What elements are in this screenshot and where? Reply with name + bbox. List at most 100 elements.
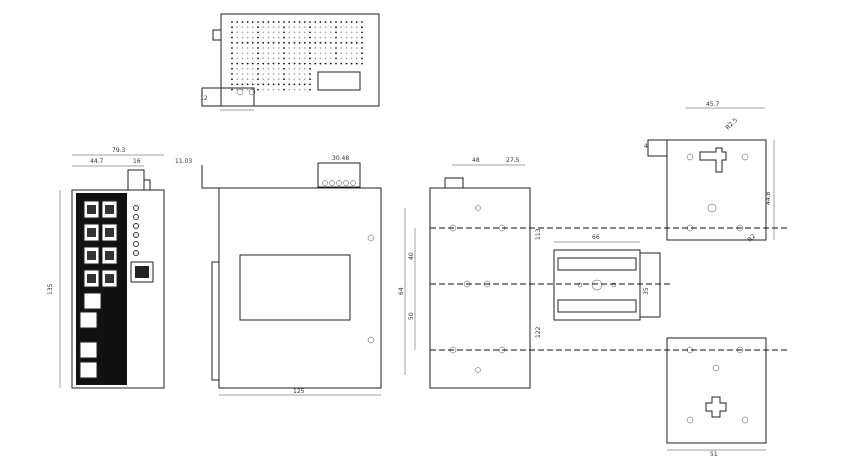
vent-dot <box>319 36 322 39</box>
vent-dot <box>262 21 265 23</box>
rj45-port-jack <box>105 274 114 283</box>
vent-dot <box>283 57 285 60</box>
vent-dot <box>335 47 337 49</box>
vent-dot <box>277 88 280 91</box>
vent-dot <box>340 26 343 29</box>
upper-bracket: 45.7 R2.5 44.8 4 R2 <box>644 101 775 243</box>
vent-dot <box>303 47 306 49</box>
vent-dot <box>283 41 285 44</box>
vent-dot <box>283 73 285 75</box>
vent-dot <box>303 88 306 91</box>
vent-dot <box>288 88 291 91</box>
vent-dot <box>361 26 363 29</box>
sfp-port <box>83 292 102 310</box>
vent-dot <box>236 36 239 39</box>
vent-dot <box>236 83 239 86</box>
rj45-port-jack <box>87 274 96 283</box>
vent-dot <box>309 67 311 70</box>
vent-dot <box>303 73 306 75</box>
vent-dot <box>298 36 301 39</box>
vent-dot <box>355 31 358 34</box>
vent-dot <box>262 26 265 29</box>
vent-dot <box>324 31 327 34</box>
vent-dot <box>262 47 265 49</box>
vent-dot <box>236 52 239 55</box>
vent-dot <box>246 41 249 44</box>
dip-switches <box>321 76 354 84</box>
vent-dot <box>277 31 280 34</box>
vent-dot <box>267 67 270 70</box>
vent-dot <box>231 21 233 23</box>
vent-dot <box>236 31 239 34</box>
dim-rail-width: 66 <box>592 234 600 241</box>
vent-dot <box>231 62 233 65</box>
vent-dot <box>309 73 311 75</box>
vent-dot <box>257 73 259 75</box>
dim-rear-v3: 50 <box>408 312 415 320</box>
vent-dot <box>340 47 343 49</box>
vent-dot <box>350 26 353 29</box>
vent-dot <box>355 57 358 60</box>
vent-dot <box>361 21 363 23</box>
vent-dot <box>272 52 275 55</box>
dim-bracket-note: 4 <box>644 143 648 150</box>
vent-dot <box>241 47 244 49</box>
vent-dot <box>277 21 280 23</box>
vent-dot <box>298 57 301 60</box>
vent-dot <box>340 57 343 60</box>
vent-dot <box>283 26 285 29</box>
vent-dot <box>309 88 311 91</box>
vent-dot <box>236 21 239 23</box>
vent-dot <box>257 26 259 29</box>
rj45-port-jack <box>87 228 96 237</box>
vent-dot <box>293 41 296 44</box>
dim-rear-v2: 40 <box>408 252 415 260</box>
rear-view: 48 27.5 113 40 50 64 122 <box>398 157 542 389</box>
vent-dot <box>293 78 296 81</box>
vent-dot <box>298 83 301 86</box>
vent-dot <box>283 83 285 86</box>
vent-dot <box>319 52 322 55</box>
dim-front-rail: 16 <box>133 158 141 165</box>
vent-dot <box>319 31 322 34</box>
vent-dot <box>350 31 353 34</box>
vent-dot <box>257 83 259 86</box>
dim-bracket-top: 45.7 <box>706 101 720 108</box>
dim-top-depth: 12 <box>200 95 208 102</box>
vent-dot <box>251 21 254 23</box>
vent-dot <box>277 26 280 29</box>
vent-dot <box>288 62 291 65</box>
vent-dot <box>303 57 306 60</box>
vent-dot <box>262 31 265 34</box>
vent-dot <box>340 31 343 34</box>
vent-dot <box>350 57 353 60</box>
vent-dot <box>257 21 259 23</box>
vent-dot <box>303 26 306 29</box>
vent-dot <box>329 36 332 39</box>
vent-dot <box>361 41 363 44</box>
vent-dot <box>288 67 291 70</box>
vent-dot <box>293 73 296 75</box>
vent-dot <box>345 31 348 34</box>
led-indicator <box>133 241 139 247</box>
vent-dot <box>231 83 233 86</box>
vent-dot <box>314 57 317 60</box>
vent-dot <box>340 36 343 39</box>
vent-dot <box>231 31 233 34</box>
vent-dot <box>288 52 291 55</box>
vent-dot <box>251 57 254 60</box>
vent-dot <box>319 41 322 44</box>
vent-dot <box>272 78 275 81</box>
vent-dot <box>324 41 327 44</box>
dim-rear-top-a: 48 <box>472 157 480 164</box>
vent-dot <box>257 41 259 44</box>
vent-dot <box>231 73 233 75</box>
vent-dot <box>231 52 233 55</box>
vent-dot <box>314 41 317 44</box>
vent-dot <box>277 78 280 81</box>
vent-dot <box>272 67 275 70</box>
vent-dot <box>340 52 343 55</box>
vent-dot <box>314 36 317 39</box>
vent-dot <box>267 73 270 75</box>
sfp-port <box>79 311 98 329</box>
